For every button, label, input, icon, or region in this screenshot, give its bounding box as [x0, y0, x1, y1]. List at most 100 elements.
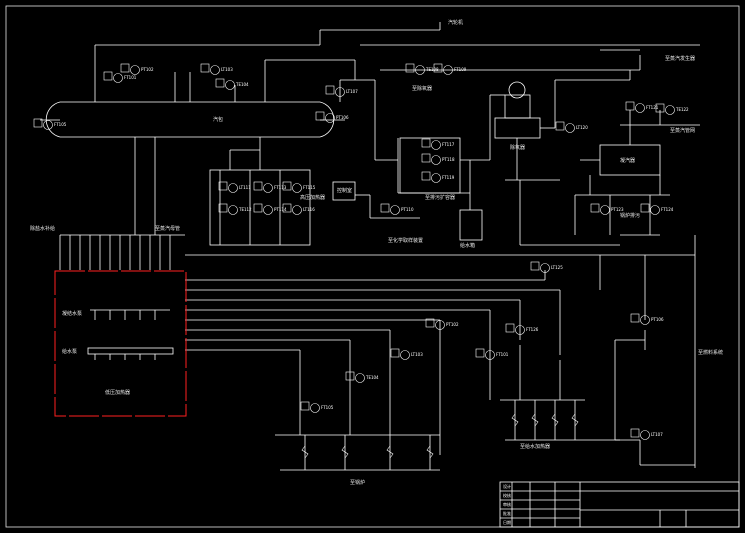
instrument-tag: FT119	[442, 175, 455, 180]
instrument-box	[390, 348, 400, 358]
valve-symbol	[386, 445, 394, 459]
instrument-box	[475, 348, 485, 358]
instrument-bubble	[665, 105, 675, 115]
instrument-tag: TE108	[426, 67, 439, 72]
instrument-tag: LT103	[221, 67, 233, 72]
instrument-tag: LT107	[651, 432, 663, 437]
instrument-tag: TE104	[236, 82, 249, 87]
instrument-box	[218, 181, 228, 191]
instrument-tag: TE104	[366, 375, 379, 380]
boiler-furnace-box	[54, 270, 187, 417]
instrument-box	[630, 313, 640, 323]
instrument-bubble	[263, 183, 273, 193]
instrument-box	[345, 371, 355, 381]
instrument-tag: LT125	[551, 265, 563, 270]
instrument-bubble	[485, 350, 495, 360]
instrument-box	[421, 171, 431, 181]
instrument-box	[103, 71, 113, 81]
instrument-box	[315, 111, 325, 121]
label-14: 至排污扩容器	[425, 195, 456, 201]
instrument-bubble	[515, 325, 525, 335]
instrument-bubble	[640, 315, 650, 325]
instrument-bubble	[635, 103, 645, 113]
title-cell-2: 审核	[503, 502, 511, 507]
steam-drum	[45, 101, 335, 138]
instrument-bubble	[113, 73, 123, 83]
instrument-box	[380, 203, 390, 213]
instrument-tag: FT121	[646, 105, 659, 110]
instrument-bubble	[325, 113, 335, 123]
instrument-box	[640, 203, 650, 213]
instrument-box	[625, 101, 635, 111]
instrument-box	[282, 181, 292, 191]
instrument-box	[530, 261, 540, 271]
instrument-tag: FT105	[54, 122, 67, 127]
instrument-bubble	[540, 263, 550, 273]
instrument-tag: FT117	[442, 142, 455, 147]
label-15: 锅炉排污	[620, 213, 641, 219]
instrument-tag: PT102	[141, 67, 154, 72]
instrument-bubble	[228, 205, 238, 215]
deaerator-label: 除氧器	[510, 145, 526, 151]
label-7: 至给水加热器	[520, 444, 551, 450]
instrument-box	[200, 63, 210, 73]
drawing-frame	[5, 5, 740, 528]
instrument-tag: TE112	[239, 207, 252, 212]
label-11: 低压加热器	[105, 390, 131, 396]
instrument-tag: FT109	[454, 67, 467, 72]
instrument-tag: PT106	[336, 115, 349, 120]
control-room-box	[332, 181, 356, 201]
instrument-box	[253, 203, 263, 213]
title-cell-4: 日期	[503, 520, 511, 525]
instrument-tag: PT114	[274, 207, 287, 212]
label-2: 至蒸汽管网	[670, 128, 696, 134]
instrument-bubble	[310, 403, 320, 413]
instrument-bubble	[355, 373, 365, 383]
instrument-box	[33, 118, 43, 128]
instrument-box	[590, 203, 600, 213]
instrument-tag: LT120	[576, 125, 588, 130]
instrument-tag: PT102	[446, 322, 459, 327]
label-6: 至蒸汽母管	[155, 226, 181, 232]
instrument-bubble	[640, 430, 650, 440]
instrument-bubble	[431, 173, 441, 183]
instrument-tag: PT118	[442, 157, 455, 162]
instrument-bubble	[443, 65, 453, 75]
instrument-bubble	[292, 183, 302, 193]
instrument-bubble	[292, 205, 302, 215]
instrument-bubble	[210, 65, 220, 75]
instrument-box	[421, 138, 431, 148]
label-13: 至燃料系统	[698, 350, 724, 356]
instrument-tag: FT113	[274, 185, 287, 190]
label-5: 除盐水补给	[30, 226, 56, 232]
instrument-tag: FT101	[496, 352, 509, 357]
label-4: 至化学取样装置	[388, 238, 424, 244]
instrument-bubble	[650, 205, 660, 215]
instrument-bubble	[43, 120, 53, 130]
instrument-box	[655, 103, 665, 113]
instrument-bubble	[335, 87, 345, 97]
instrument-tag: FT115	[303, 185, 316, 190]
tank-label: 给水箱	[460, 243, 476, 249]
instrument-bubble	[130, 65, 140, 75]
label-10: 给水泵	[62, 349, 78, 355]
label-3: 至除氧器	[412, 86, 433, 92]
drum-label: 汽包	[213, 117, 224, 123]
instrument-box	[505, 323, 515, 333]
instrument-bubble	[390, 205, 400, 215]
title-cell-3: 批准	[503, 511, 511, 516]
instrument-box	[218, 203, 228, 213]
instrument-tag: LT107	[346, 89, 358, 94]
instrument-box	[425, 318, 435, 328]
instrument-box	[555, 121, 565, 131]
instrument-tag: FT105	[321, 405, 334, 410]
instrument-bubble	[435, 320, 445, 330]
instrument-tag: FT101	[124, 75, 137, 80]
instrument-tag: PT106	[651, 317, 664, 322]
instrument-bubble	[400, 350, 410, 360]
title-cell-0: 设计	[503, 484, 511, 489]
instrument-box	[421, 153, 431, 163]
instrument-tag: LT103	[411, 352, 423, 357]
